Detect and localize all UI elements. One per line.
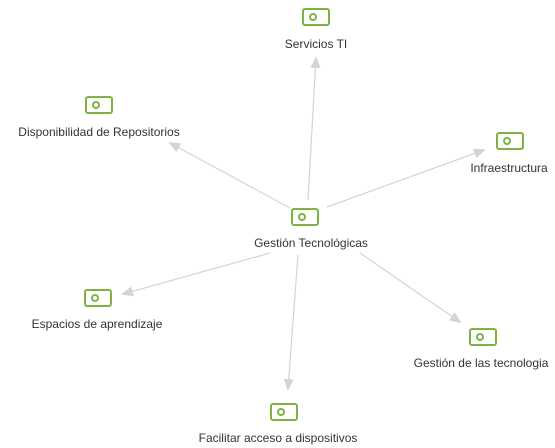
edge-infraestructura bbox=[326, 148, 486, 208]
node-label: Facilitar acceso a dispositivos bbox=[198, 431, 358, 445]
node-label: Servicios TI bbox=[284, 37, 348, 51]
edge-servicios-ti bbox=[307, 56, 321, 201]
tag-icon bbox=[496, 132, 524, 150]
tag-icon bbox=[469, 328, 497, 346]
center-node-label: Gestión Tecnológicas bbox=[254, 236, 368, 250]
tag-icon bbox=[85, 96, 113, 114]
node-label: Gestión de las tecnologia bbox=[413, 356, 549, 370]
tag-icon bbox=[302, 8, 330, 26]
edge-facilitar-acceso bbox=[283, 254, 299, 391]
tag-icon bbox=[270, 403, 298, 421]
node-label: Espacios de aprendizaje bbox=[31, 317, 163, 331]
edge-espacios-aprendizaje bbox=[121, 252, 271, 297]
edge-gestion-tecnologia bbox=[359, 252, 462, 324]
node-label: Disponibilidad de Repositorios bbox=[18, 125, 180, 139]
node-label: Infraestructura bbox=[470, 161, 548, 175]
tag-icon bbox=[291, 208, 319, 226]
edge-disponibilidad-repositorios bbox=[168, 142, 291, 209]
tag-icon bbox=[84, 289, 112, 307]
